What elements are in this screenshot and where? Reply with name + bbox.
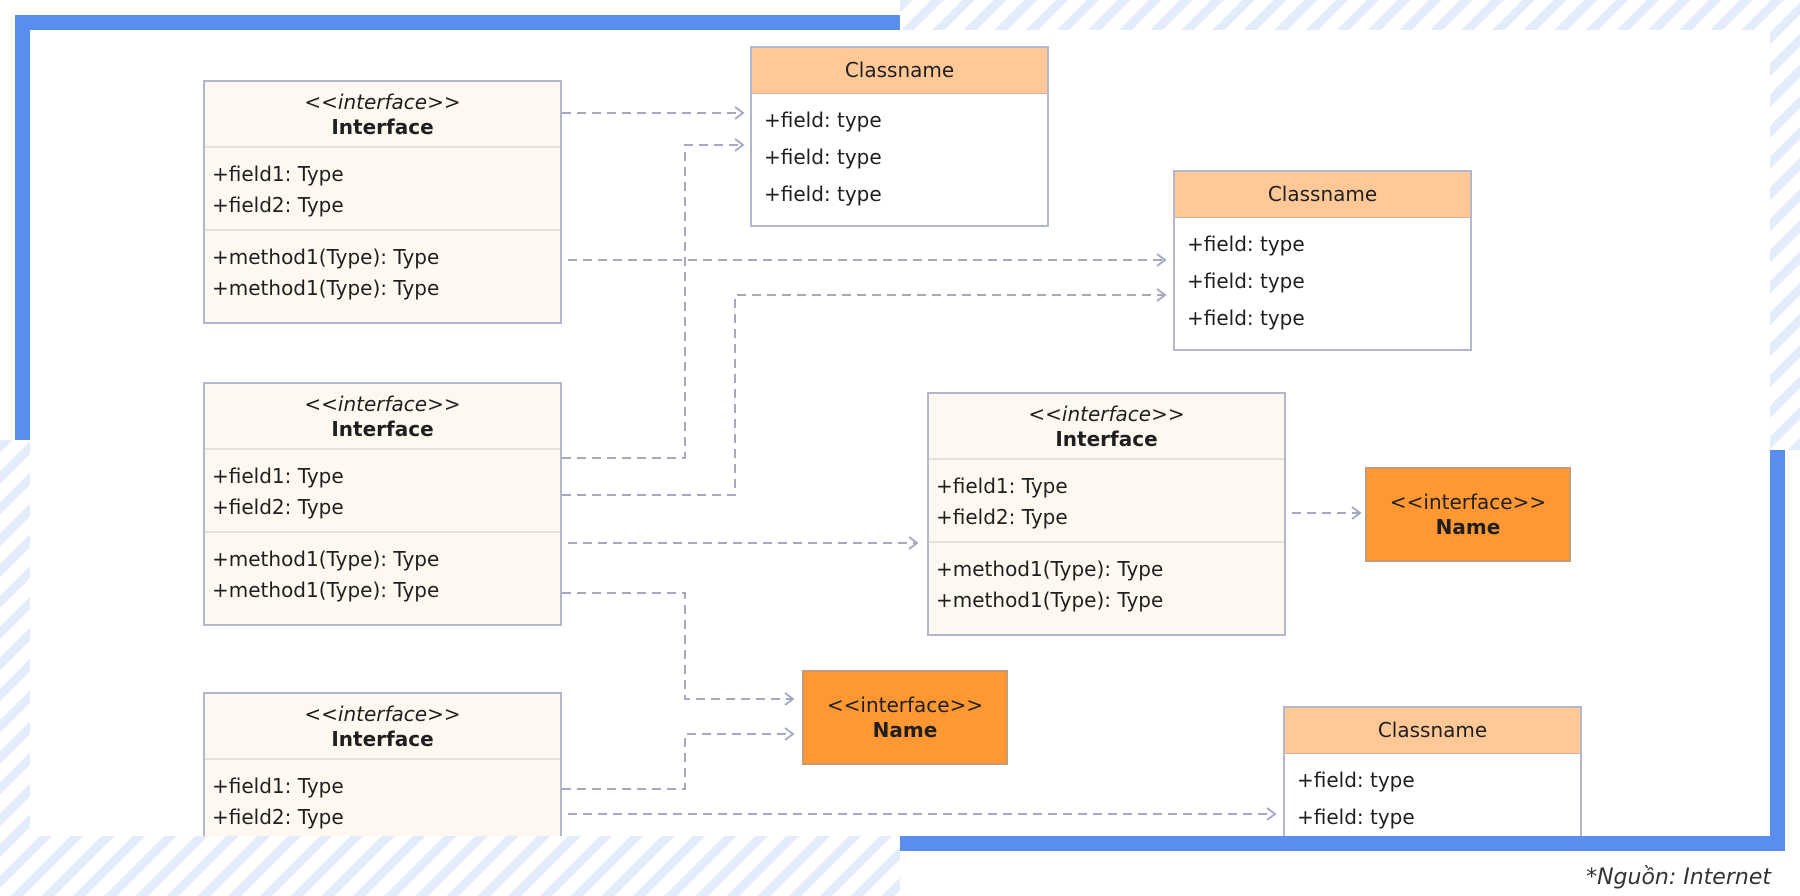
methods-section: +method1(Type): Type +method1(Type): Typ… (205, 229, 560, 312)
method-row: +method1(Type): Type (936, 557, 1164, 581)
class-box-2: Classname +field: type +field: type +fie… (1173, 170, 1472, 351)
connector-7 (562, 733, 793, 790)
class-field-row: +field: type (764, 145, 882, 169)
arrowhead-3 (734, 138, 745, 152)
class-header: Classname (752, 48, 1047, 94)
method-row: +method1(Type): Type (212, 276, 440, 300)
class-fields: +field: type +field: type +field: type (1175, 218, 1470, 341)
arrowhead-2 (1156, 253, 1167, 267)
name-interface-box-2: <<interface>> Name (1365, 467, 1571, 562)
interface-box-header: <<interface>> Interface (205, 384, 560, 450)
name-title: Name (872, 718, 938, 742)
dependency-connectors (562, 106, 1362, 821)
field-row: +field2: Type (936, 505, 1068, 529)
interface-title: Interface (331, 417, 434, 441)
class-box-1: Classname +field: type +field: type +fie… (750, 46, 1049, 227)
method-row: +method1(Type): Type (212, 547, 440, 571)
connector-6 (562, 592, 793, 700)
interface-box-header: <<interface>> Interface (929, 394, 1284, 460)
method-row: +method1(Type): Type (212, 245, 440, 269)
name-interface-box-1: <<interface>> Name (802, 670, 1008, 765)
interface-box-4: <<interface>> Interface +field1: Type +f… (927, 392, 1286, 636)
methods-section: +method1(Type): Type +method1(Type): Typ… (205, 531, 560, 614)
class-box-3: Classname +field: type +field: type (1283, 706, 1582, 836)
arrowhead-6 (784, 692, 795, 706)
interface-box-1: <<interface>> Interface +field1: Type +f… (203, 80, 562, 324)
arrowhead-8 (1351, 506, 1362, 520)
fields-section: +field1: Type +field2: Type (205, 148, 560, 229)
methods-section: +method1(Type): Type +method1(Type): Typ… (929, 541, 1284, 624)
stereotype-label: <<interface>> (304, 702, 461, 726)
class-field-row: +field: type (764, 182, 882, 206)
diagram-panel: <<interface>> Interface +field1: Type +f… (30, 30, 1770, 836)
field-row: +field1: Type (936, 474, 1068, 498)
fields-section: +field1: Type +field2: Type (929, 460, 1284, 541)
field-row: +field1: Type (212, 774, 344, 798)
field-row: +field2: Type (212, 495, 344, 519)
class-header: Classname (1285, 708, 1580, 754)
arrowhead-5 (908, 536, 919, 550)
method-row: +method1(Type): Type (212, 578, 440, 602)
interface-title: Interface (1055, 427, 1158, 451)
arrowhead-1 (734, 106, 745, 120)
arrowhead-7 (784, 727, 795, 741)
method-row: +method1(Type): Type (936, 588, 1164, 612)
arrowhead-9 (1266, 807, 1277, 821)
stereotype-label: <<interface>> (826, 693, 984, 717)
arrowhead-4 (1156, 288, 1167, 302)
field-row: +field2: Type (212, 805, 344, 829)
class-field-row: +field: type (1297, 768, 1415, 792)
stereotype-label: <<interface>> (1028, 402, 1185, 426)
stereotype-label: <<interface>> (304, 392, 461, 416)
class-field-row: +field: type (1187, 232, 1305, 256)
class-fields: +field: type +field: type (1285, 754, 1580, 836)
interface-title: Interface (331, 727, 434, 751)
field-row: +field2: Type (212, 193, 344, 217)
interface-box-3: <<interface>> Interface +field1: Type +f… (203, 692, 562, 836)
interface-title: Interface (331, 115, 434, 139)
interface-box-header: <<interface>> Interface (205, 694, 560, 760)
name-title: Name (1435, 515, 1501, 539)
class-field-row: +field: type (1297, 805, 1415, 829)
connector-3 (562, 144, 743, 459)
field-row: +field1: Type (212, 162, 344, 186)
stereotype-label: <<interface>> (304, 90, 461, 114)
class-field-row: +field: type (1187, 306, 1305, 330)
source-note: *Nguồn: Internet (1586, 865, 1771, 890)
interface-box-header: <<interface>> Interface (205, 82, 560, 148)
field-row: +field1: Type (212, 464, 344, 488)
connector-4 (562, 294, 1165, 496)
class-field-row: +field: type (764, 108, 882, 132)
fields-section: +field1: Type +field2: Type (205, 450, 560, 531)
class-field-row: +field: type (1187, 269, 1305, 293)
class-fields: +field: type +field: type +field: type (752, 94, 1047, 217)
class-header: Classname (1175, 172, 1470, 218)
fields-section: +field1: Type +field2: Type (205, 760, 560, 836)
interface-box-2: <<interface>> Interface +field1: Type +f… (203, 382, 562, 626)
stereotype-label: <<interface>> (1389, 490, 1547, 514)
